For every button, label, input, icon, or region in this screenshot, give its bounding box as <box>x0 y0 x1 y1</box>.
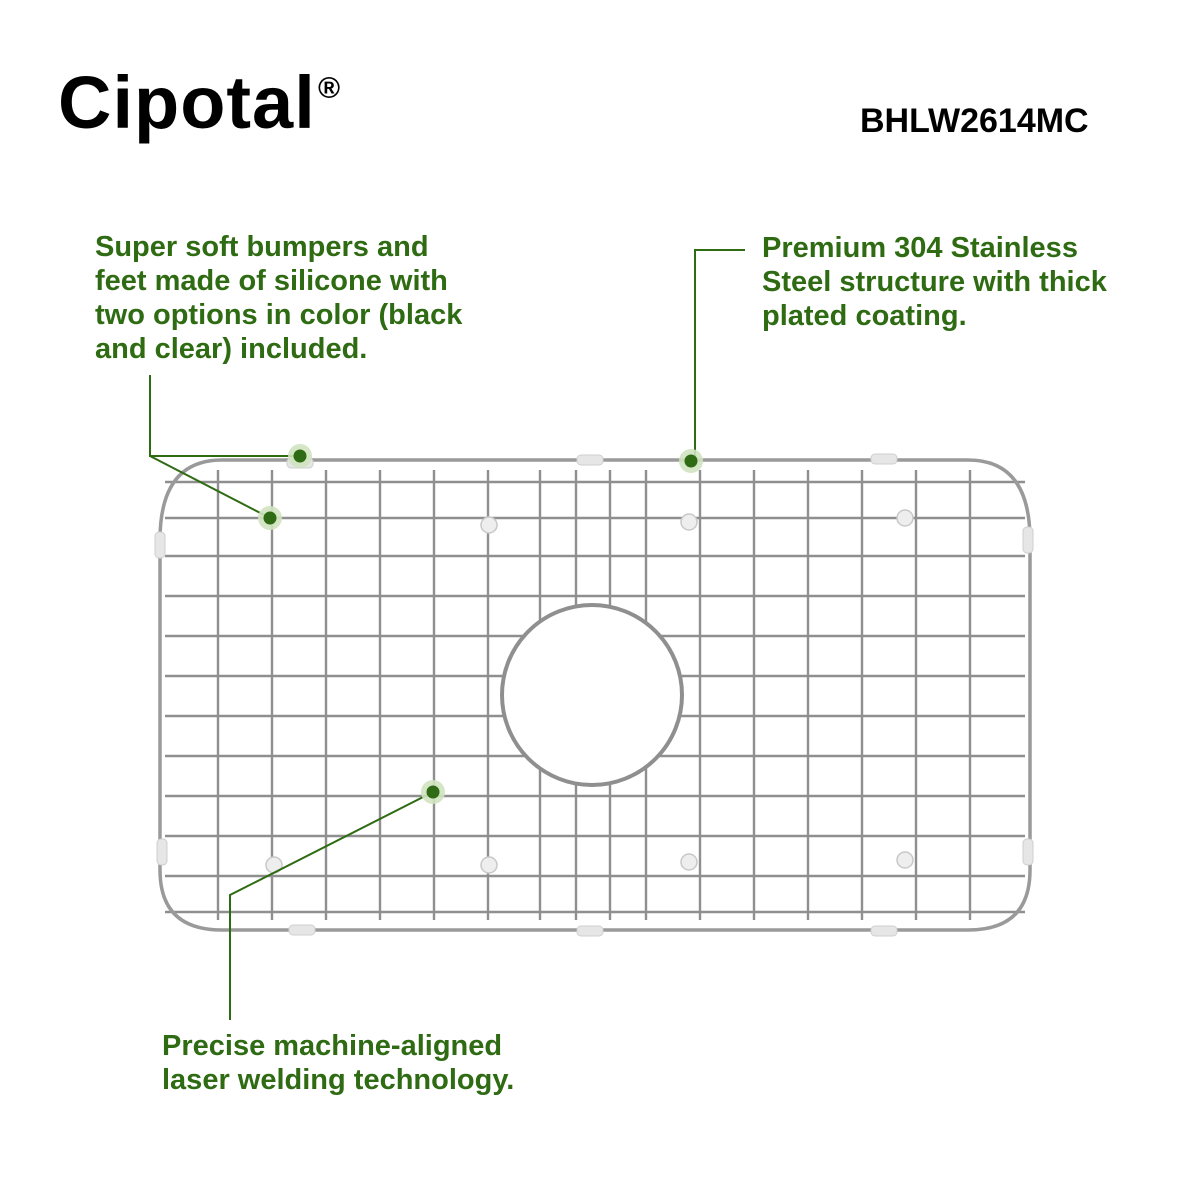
callout-leaders <box>149 249 745 1020</box>
callout-steel: Premium 304 Stainless Steel structure wi… <box>762 232 1107 332</box>
callout-dot <box>263 511 277 525</box>
callout-welding: Precise machine-aligned laser welding te… <box>162 1030 515 1096</box>
foot <box>480 856 498 874</box>
registered-mark: ® <box>318 72 341 105</box>
foot <box>896 509 914 527</box>
callout-bumpers: Super soft bumpers and feet made of sili… <box>95 231 463 365</box>
model-number: BHLW2614MC <box>860 102 1089 140</box>
grid-frame <box>158 458 1032 932</box>
leader-bumpers <box>149 375 300 457</box>
callout-dots <box>258 444 703 804</box>
foot <box>896 851 914 869</box>
callout-dot <box>293 449 307 463</box>
bumper <box>1022 526 1034 554</box>
foot <box>680 513 698 531</box>
bumper <box>1022 838 1034 866</box>
bumper <box>576 925 604 937</box>
drain-opening <box>500 603 684 787</box>
brand-logo: Cipotal <box>58 61 316 144</box>
foot <box>480 516 498 534</box>
bumper <box>288 924 316 936</box>
bumper <box>870 925 898 937</box>
bumper <box>576 454 604 466</box>
leader-steel <box>694 249 745 460</box>
feet <box>265 509 914 874</box>
callout-dot <box>684 454 698 468</box>
bumper <box>154 531 166 559</box>
callout-dot <box>426 785 440 799</box>
leader-bumpers-foot <box>149 455 271 519</box>
bumper <box>156 838 168 866</box>
bumper <box>870 453 898 465</box>
foot <box>680 853 698 871</box>
leader-welding <box>229 791 434 1020</box>
